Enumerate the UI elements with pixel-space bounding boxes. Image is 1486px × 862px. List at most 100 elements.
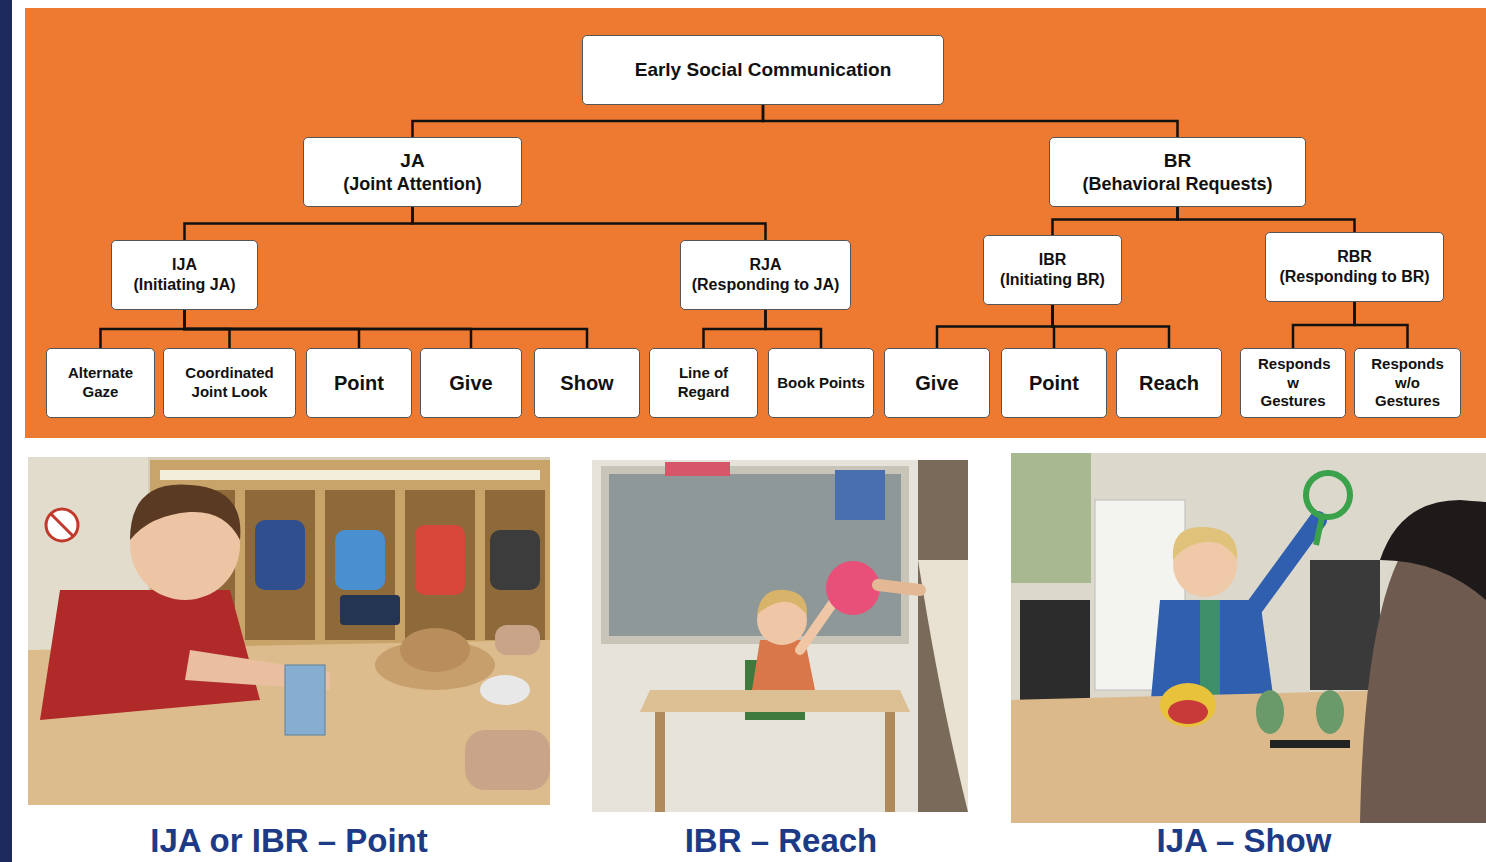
tree-connector [413,105,764,137]
tree-connector [185,310,588,348]
box-text: BR [1164,149,1191,173]
photo-show [1011,453,1486,823]
photo-point-shape [46,509,78,541]
photo-show-shape [1011,453,1091,583]
photo-point-shape [28,457,550,805]
tree-connector [766,310,822,348]
side-strip [0,0,12,862]
photo-show-shape [1245,520,1318,620]
photo-point-shape [51,514,73,536]
photo-reach-shape [835,470,885,520]
behavior-box: Give [884,348,990,418]
category-box: IJA(Initiating JA) [111,240,258,310]
photo-reach-shape [592,460,968,812]
box-text: RBR [1337,247,1372,267]
photo-show-shape [1316,517,1322,545]
photo-reach-shape [885,712,895,812]
photo-show-shape [1256,690,1284,734]
box-text: Give [915,371,958,396]
photo-point-shape [415,525,465,595]
category-box: RBR(Responding to BR) [1265,232,1444,302]
tree-connector [185,207,413,240]
photo-reach-shape [826,561,880,615]
photo-show-shape [1270,740,1350,748]
box-text: Show [560,371,613,396]
photo-point-shape [285,665,325,735]
photo-show-shape [1011,690,1420,823]
photo-show-shape [1160,683,1216,727]
behavior-box: Alternate Gaze [46,348,155,418]
box-text: (Joint Attention) [343,173,481,196]
photo-point-shape [160,470,540,480]
behavior-box: Line of Regard [649,348,758,418]
photo-show-shape [1168,700,1208,724]
photo-point [28,457,550,805]
photo-reach-shape [757,590,807,615]
tree-connector [1053,305,1170,348]
box-text: (Responding to BR) [1279,267,1429,287]
photo-point-shape [335,530,385,590]
box-text: Alternate Gaze [52,364,149,402]
photo-reach-shape [918,560,968,812]
photo-show-shape [1306,473,1350,517]
photo-point-shape [340,595,400,625]
photo-point-shape [495,625,540,655]
photo-show-shape [1310,560,1380,690]
box-text: RJA [749,255,781,275]
photo-reach-shape [665,462,730,476]
behavior-box: Coordinated Joint Look [163,348,296,418]
category-box: BR(Behavioral Requests) [1049,137,1306,207]
category-box: RJA(Responding to JA) [680,240,851,310]
photo-point-shape [245,490,315,640]
category-box: IBR(Initiating BR) [983,235,1122,305]
box-text: Responds w Gestures [1258,355,1328,411]
tree-connector [1053,207,1178,235]
tree-connector [413,207,766,240]
box-text: IJA [172,255,197,275]
box-text: (Initiating JA) [133,275,235,295]
photo-caption: IJA – Show [1157,822,1332,860]
photo-reach-shape [605,470,905,640]
photo-reach-shape [800,600,835,650]
photo-show-shape [1316,690,1344,734]
box-text: Book Points [777,374,865,393]
box-text: Point [334,371,384,396]
photo-point-shape [40,590,260,720]
tree-connector [937,305,1053,348]
box-text: Early Social Communication [635,58,892,82]
photo-point-shape [480,675,530,705]
box-text: Reach [1139,371,1199,396]
behavior-box: Reach [1116,348,1222,418]
photo-caption: IBR – Reach [685,822,878,860]
category-box: JA(Joint Attention) [303,137,522,207]
photo-show-shape [1380,500,1486,600]
root-box: Early Social Communication [582,35,944,105]
photo-point-shape [405,490,475,640]
tree-connector [704,310,766,348]
photo-show-shape [1020,600,1090,710]
behavior-box: Give [420,348,522,418]
tree-connector [763,105,1178,137]
photo-show-shape [1173,527,1237,560]
tree-connector [1355,302,1408,348]
photo-point-shape [485,490,545,640]
photo-show-shape [1011,453,1486,823]
box-text: Give [449,371,492,396]
photo-caption: IJA or IBR – Point [150,822,427,860]
tree-connector [101,310,185,348]
behavior-box: Responds w/o Gestures [1354,348,1461,418]
behavior-box: Point [306,348,412,418]
photo-reach-shape [918,460,968,812]
behavior-box: Point [1001,348,1107,418]
tree-connector [1293,302,1355,348]
behavior-box: Responds w Gestures [1240,348,1346,418]
behavior-box: Show [534,348,640,418]
box-text: (Initiating BR) [1000,270,1105,290]
box-text: Point [1029,371,1079,396]
box-text: Line of Regard [655,364,752,402]
photo-reach-shape [878,585,920,590]
